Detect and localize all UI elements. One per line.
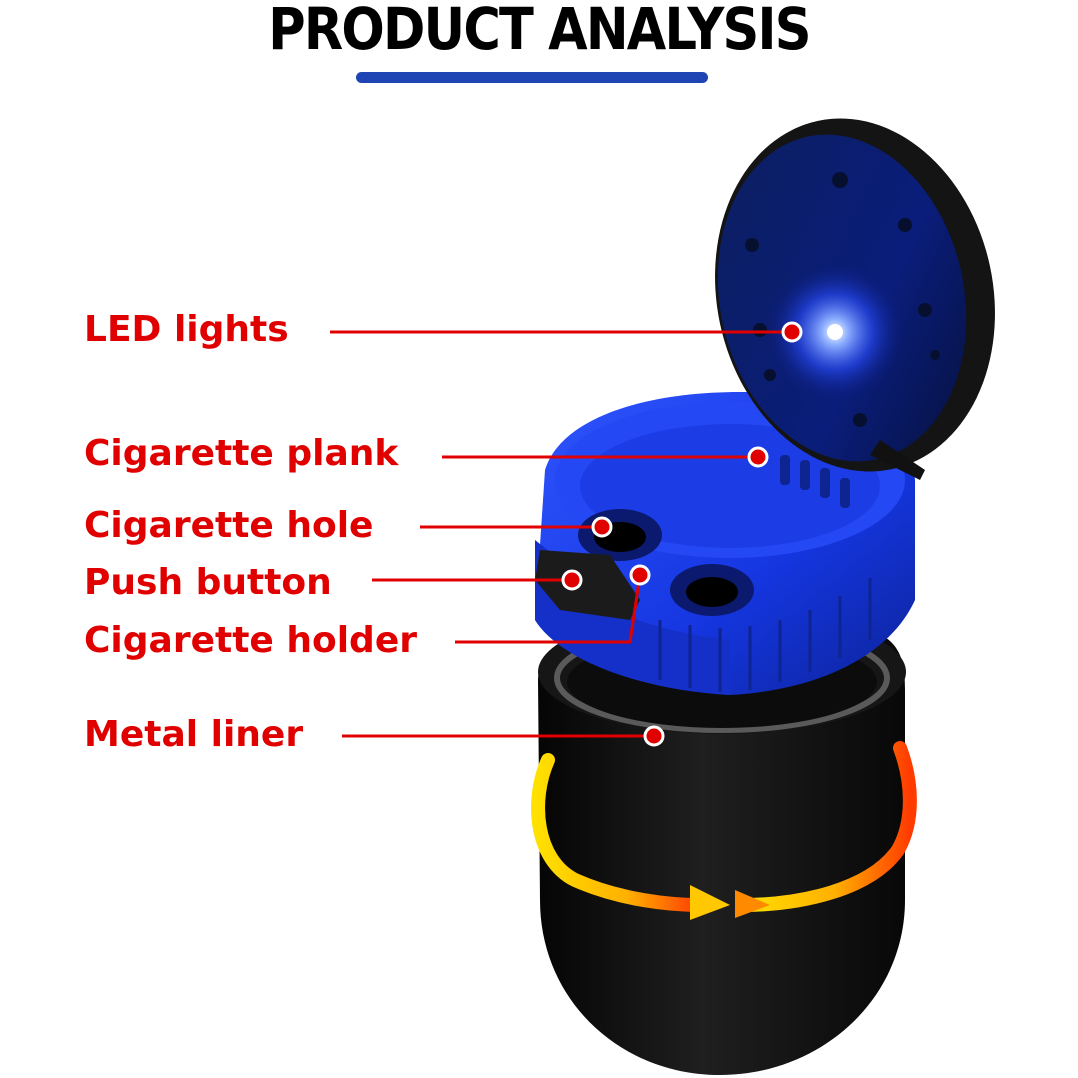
cup-body bbox=[538, 630, 905, 1075]
led-light bbox=[827, 324, 843, 340]
rotation-arrow-left bbox=[531, 753, 707, 912]
rotation-arrowhead-left bbox=[690, 885, 730, 920]
marker-button bbox=[561, 569, 583, 591]
marker-led bbox=[781, 321, 803, 343]
marker-hole bbox=[591, 516, 613, 538]
marker-liner bbox=[643, 725, 665, 747]
leader-holder bbox=[455, 574, 642, 644]
marker-holder bbox=[629, 564, 651, 586]
label-led-lights: LED lights bbox=[84, 309, 289, 350]
label-cigarette-plank: Cigarette plank bbox=[84, 433, 399, 474]
rotation-arrow-right bbox=[735, 741, 917, 912]
push-button bbox=[535, 550, 640, 620]
label-push-button: Push button bbox=[84, 562, 332, 603]
marker-plank bbox=[747, 446, 769, 468]
rotation-arrowhead-right bbox=[735, 890, 770, 918]
label-cigarette-holder: Cigarette holder bbox=[84, 620, 417, 661]
title-underline bbox=[356, 72, 708, 83]
page-title: PRODUCT ANALYSIS bbox=[268, 0, 811, 63]
label-cigarette-hole: Cigarette hole bbox=[84, 505, 374, 546]
label-metal-liner: Metal liner bbox=[84, 714, 304, 755]
